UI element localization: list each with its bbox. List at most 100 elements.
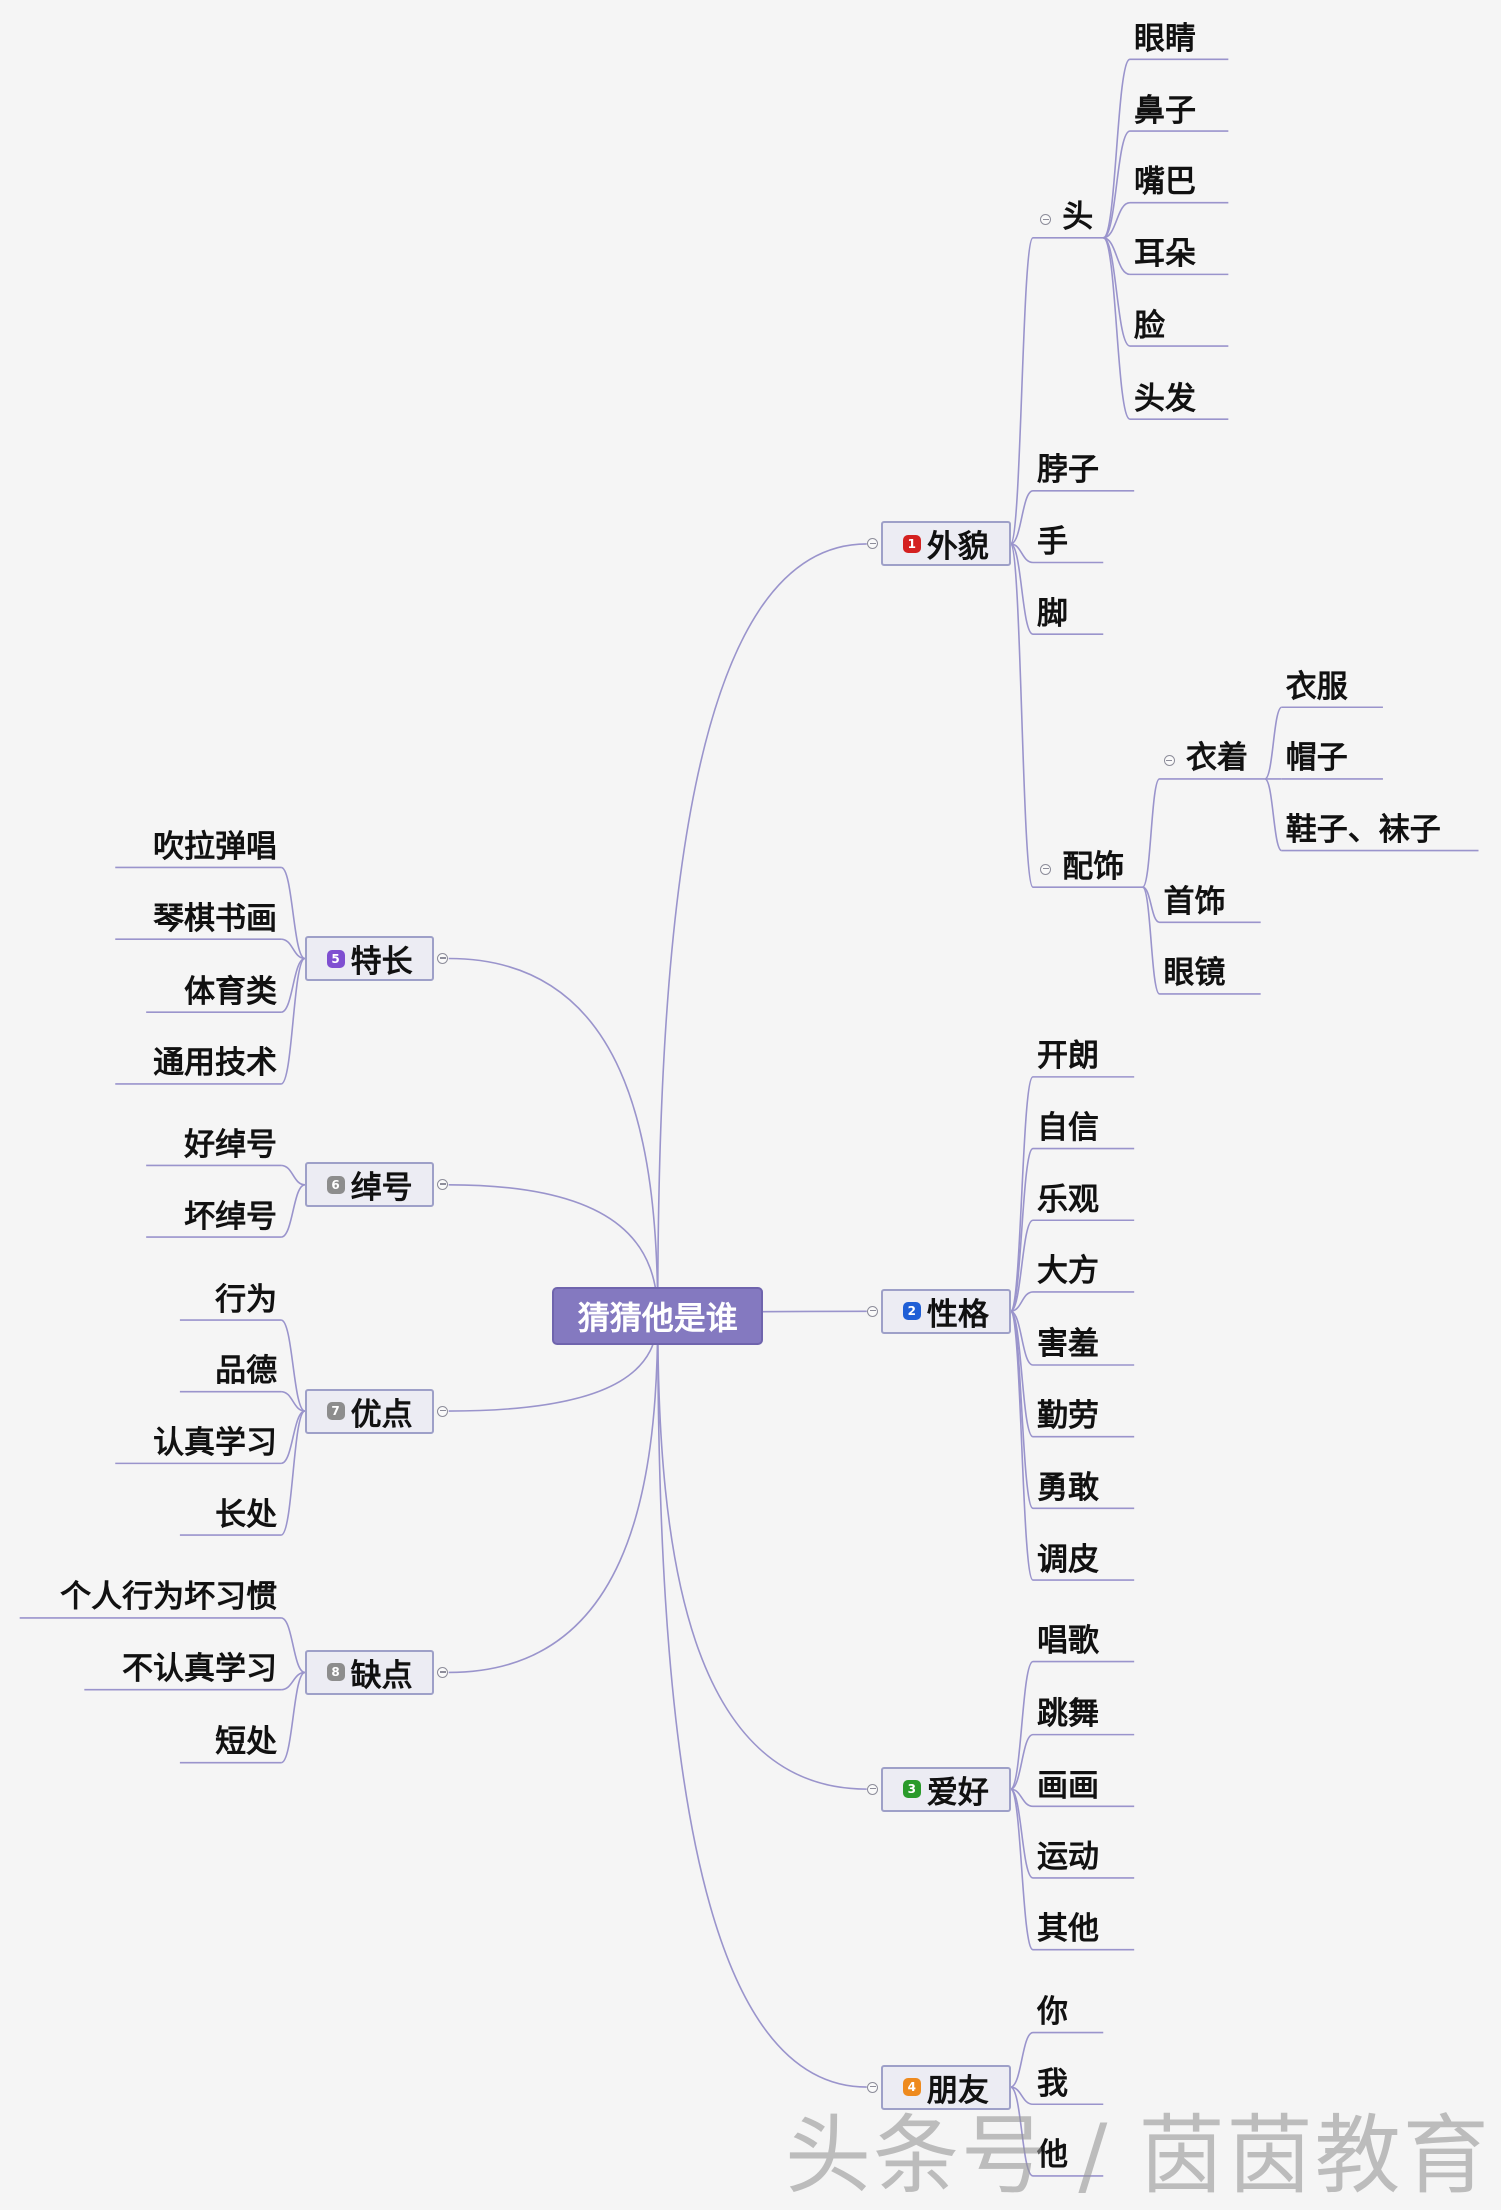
connector-line (1009, 1076, 1034, 1313)
connector-line (656, 1316, 867, 2088)
leaf-topic-weaknesses[interactable]: 个人行为坏习惯 (60, 1579, 278, 1616)
leaf-topic-clothing[interactable]: 衣服 (1285, 668, 1348, 705)
branch-label: 外貌 (926, 529, 989, 566)
collapse-toggle-icon[interactable] (867, 2081, 879, 2093)
connector-line (280, 1671, 306, 1691)
leaf-topic-appearance[interactable]: 手 (1036, 523, 1068, 560)
leaf-topic-specialty[interactable]: 吹拉弹唱 (153, 828, 278, 865)
leaf-topic-clothing[interactable]: 鞋子、袜子 (1285, 812, 1441, 849)
connector-line (1009, 1660, 1034, 1790)
connector-line (1103, 201, 1131, 239)
branch-label: 优点 (350, 1396, 413, 1433)
leaf-topic-appearance[interactable]: 脖子 (1036, 452, 1099, 489)
collapse-toggle-icon[interactable] (437, 1405, 449, 1417)
collapse-toggle-icon[interactable] (1163, 755, 1175, 767)
subtopic-head[interactable]: 头 (1062, 199, 1094, 236)
leaf-topic-specialty[interactable]: 琴棋书画 (153, 900, 278, 937)
branch-topic-friends[interactable]: 4 朋友 (881, 2064, 1011, 2110)
leaf-topic-specialty[interactable]: 通用技术 (153, 1045, 278, 1082)
leaf-topic-head[interactable]: 脸 (1133, 307, 1165, 344)
connector-line (280, 1390, 306, 1412)
connector-line (280, 866, 306, 960)
branch-label: 特长 (350, 944, 413, 980)
leaf-topic-hobbies[interactable]: 跳舞 (1036, 1696, 1099, 1733)
leaf-topic-friends[interactable]: 你 (1036, 1994, 1068, 2031)
connector-line (1010, 1291, 1034, 1313)
connector-line (1010, 543, 1034, 635)
leaf-topic-nickname[interactable]: 好绰号 (184, 1126, 278, 1163)
collapse-toggle-icon[interactable] (437, 1666, 449, 1678)
leaf-topic-personality[interactable]: 大方 (1036, 1253, 1099, 1290)
collapse-toggle-icon[interactable] (1040, 863, 1052, 875)
collapse-toggle-icon[interactable] (867, 1783, 879, 1795)
connector-line (1009, 1310, 1034, 1581)
connector-line (280, 1410, 306, 1536)
leaf-topic-personality[interactable]: 勤劳 (1036, 1398, 1099, 1435)
leaf-topic-weaknesses[interactable]: 不认真学习 (122, 1651, 278, 1688)
leaf-topic-personality[interactable]: 调皮 (1036, 1541, 1099, 1578)
leaf-topic-accessories[interactable]: 首饰 (1163, 883, 1226, 920)
priority-4-icon: 4 (902, 2078, 921, 2097)
leaf-topic-head[interactable]: 眼睛 (1133, 20, 1196, 57)
connector-line (1010, 2031, 1034, 2088)
leaf-topic-friends[interactable]: 他 (1036, 2137, 1068, 2174)
connector-line (1009, 543, 1034, 888)
priority-6-icon: 6 (326, 1175, 345, 1194)
leaf-topic-weaknesses[interactable]: 短处 (215, 1724, 278, 1761)
leaf-topic-friends[interactable]: 我 (1036, 2065, 1068, 2102)
leaf-topic-strengths[interactable]: 认真学习 (153, 1424, 278, 1461)
leaf-topic-head[interactable]: 头发 (1133, 380, 1196, 417)
connector-line (1141, 778, 1161, 888)
leaf-topic-personality[interactable]: 害羞 (1036, 1326, 1099, 1363)
leaf-topic-specialty[interactable]: 体育类 (184, 973, 278, 1010)
leaf-topic-strengths[interactable]: 品德 (215, 1353, 278, 1390)
connector-line (280, 938, 306, 960)
leaf-topic-head[interactable]: 嘴巴 (1133, 164, 1196, 201)
collapse-toggle-icon[interactable] (437, 1179, 449, 1191)
connector-line (280, 1319, 306, 1412)
leaf-topic-hobbies[interactable]: 画画 (1036, 1767, 1099, 1804)
connector-line (656, 1316, 867, 1790)
connector-line (448, 957, 659, 1317)
priority-1-icon: 1 (902, 534, 921, 553)
leaf-topic-accessories[interactable]: 眼镜 (1163, 955, 1226, 992)
leaf-topic-strengths[interactable]: 长处 (215, 1496, 278, 1533)
connector-line (1102, 130, 1131, 239)
collapse-toggle-icon[interactable] (437, 953, 449, 964)
central-topic[interactable]: 猜猜他是谁 (552, 1287, 764, 1345)
connector-line (1009, 1147, 1034, 1313)
subtopic-accessories[interactable]: 配饰 (1062, 848, 1125, 885)
collapse-toggle-icon[interactable] (1040, 214, 1052, 226)
leaf-topic-appearance[interactable]: 脚 (1036, 595, 1068, 632)
subtopic-clothing[interactable]: 衣着 (1185, 740, 1248, 777)
leaf-topic-personality[interactable]: 自信 (1036, 1110, 1099, 1147)
collapse-toggle-icon[interactable] (867, 1305, 879, 1317)
leaf-topic-personality[interactable]: 勇敢 (1036, 1469, 1099, 1506)
priority-3-icon: 3 (902, 1780, 921, 1799)
leaf-topic-hobbies[interactable]: 其他 (1036, 1911, 1099, 1948)
leaf-topic-nickname[interactable]: 坏绰号 (184, 1198, 278, 1235)
connector-line (1264, 706, 1283, 780)
leaf-topic-hobbies[interactable]: 运动 (1036, 1839, 1099, 1876)
leaf-topic-head[interactable]: 耳朵 (1133, 235, 1196, 272)
connector-line (1010, 2086, 1034, 2177)
connector-line (280, 1164, 306, 1186)
branch-label: 朋友 (926, 2072, 989, 2109)
leaf-topic-head[interactable]: 鼻子 (1133, 92, 1196, 129)
leaf-topic-personality[interactable]: 开朗 (1036, 1038, 1099, 1075)
connector-line (1264, 778, 1283, 852)
leaf-topic-personality[interactable]: 乐观 (1036, 1181, 1099, 1218)
leaf-topic-clothing[interactable]: 帽子 (1285, 740, 1348, 777)
leaf-topic-strengths[interactable]: 行为 (215, 1281, 278, 1318)
priority-8-icon: 8 (326, 1663, 345, 1682)
collapse-toggle-icon[interactable] (867, 538, 879, 550)
leaf-topic-hobbies[interactable]: 唱歌 (1036, 1623, 1099, 1660)
branch-topic-appearance[interactable]: 1 外貌 (881, 521, 1011, 567)
